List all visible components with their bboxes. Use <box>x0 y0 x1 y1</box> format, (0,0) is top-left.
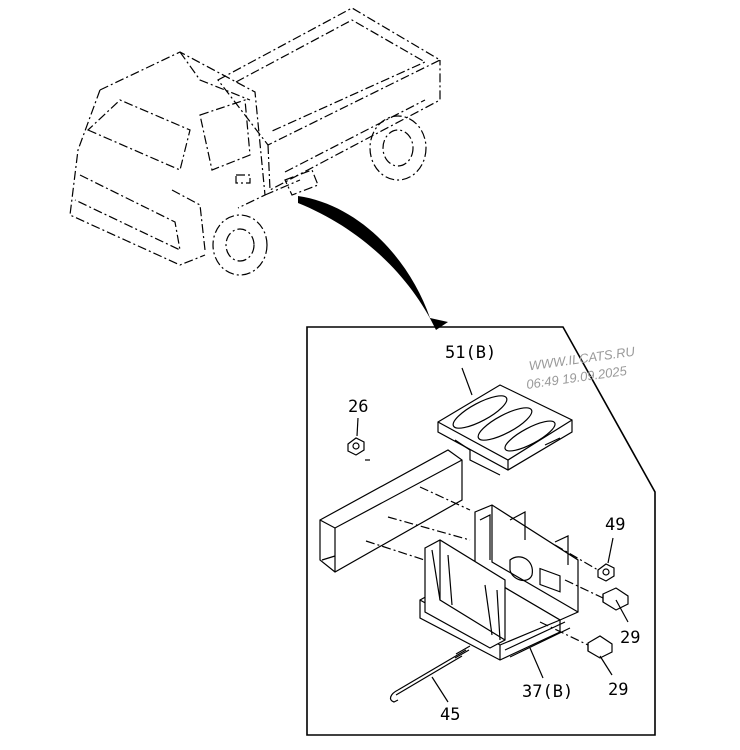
nut-49-part <box>554 537 615 582</box>
callout-45: 45 <box>440 705 460 725</box>
callout-37: 37(B) <box>522 682 573 702</box>
watermark: WWW.ILCATS.RU 06:49 19.09.2025 <box>525 344 636 392</box>
callout-49: 49 <box>605 515 625 535</box>
detail-frame <box>306 326 656 736</box>
bolt-29-lower-part <box>539 621 613 676</box>
callout-29-lower: 29 <box>608 680 628 700</box>
callout-51: 51(B) <box>445 343 496 363</box>
callout-26: 26 <box>348 397 368 417</box>
truck-illustration <box>69 7 442 276</box>
detail-pointer-arrow <box>298 196 448 330</box>
callout-29-upper: 29 <box>620 628 640 648</box>
bolt-29-upper-part <box>564 579 629 623</box>
nut-26-part <box>347 417 365 456</box>
battery-hold-part <box>437 367 573 476</box>
hook-rod-part <box>389 645 471 703</box>
battery-tray-part <box>419 504 579 679</box>
